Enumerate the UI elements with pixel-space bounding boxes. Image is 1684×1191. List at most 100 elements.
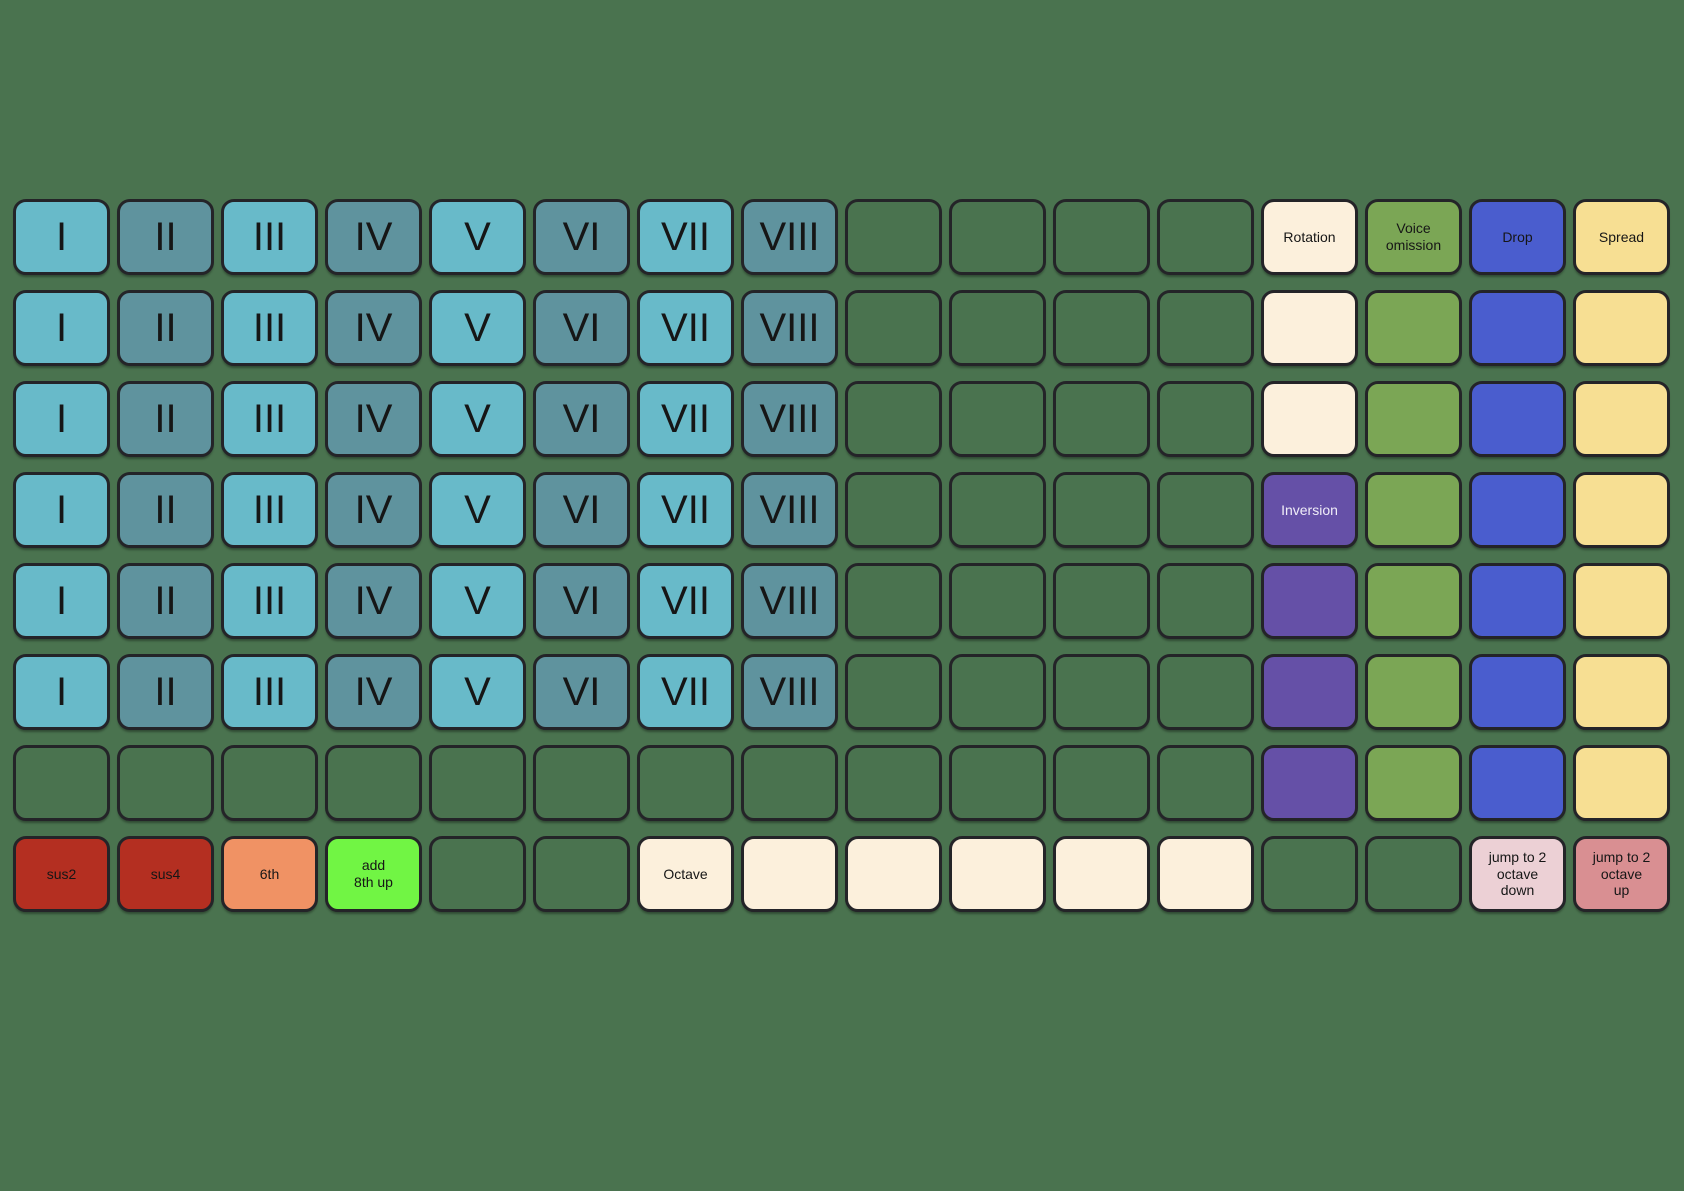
pad-empty[interactable] <box>949 836 1046 912</box>
pad-empty[interactable] <box>429 745 526 821</box>
pad-empty[interactable] <box>1157 381 1254 457</box>
pad-drop[interactable]: Drop <box>1469 199 1566 275</box>
pad-empty[interactable] <box>1053 745 1150 821</box>
pad-i[interactable]: I <box>13 563 110 639</box>
pad-vi[interactable]: VI <box>533 381 630 457</box>
pad-iv[interactable]: IV <box>325 199 422 275</box>
pad-v[interactable]: V <box>429 199 526 275</box>
pad-rotation[interactable]: Rotation <box>1261 199 1358 275</box>
pad-empty[interactable] <box>1365 290 1462 366</box>
pad-viii[interactable]: VIII <box>741 290 838 366</box>
pad-empty[interactable] <box>845 654 942 730</box>
pad-vii[interactable]: VII <box>637 563 734 639</box>
pad-empty[interactable] <box>845 745 942 821</box>
pad-v[interactable]: V <box>429 472 526 548</box>
pad-empty[interactable] <box>1053 654 1150 730</box>
pad-empty[interactable] <box>845 381 942 457</box>
pad-viii[interactable]: VIII <box>741 563 838 639</box>
pad-empty[interactable] <box>1053 563 1150 639</box>
pad-empty[interactable] <box>845 199 942 275</box>
pad-empty[interactable] <box>1469 472 1566 548</box>
pad-empty[interactable] <box>1053 381 1150 457</box>
pad-i[interactable]: I <box>13 381 110 457</box>
pad-iv[interactable]: IV <box>325 654 422 730</box>
pad-ii[interactable]: II <box>117 563 214 639</box>
pad-empty[interactable] <box>949 654 1046 730</box>
pad-empty[interactable] <box>533 745 630 821</box>
pad-empty[interactable] <box>1053 199 1150 275</box>
pad-empty[interactable] <box>1261 654 1358 730</box>
pad-empty[interactable] <box>845 563 942 639</box>
pad-empty[interactable] <box>1573 472 1670 548</box>
pad-vii[interactable]: VII <box>637 199 734 275</box>
pad-vi[interactable]: VI <box>533 472 630 548</box>
pad-6th[interactable]: 6th <box>221 836 318 912</box>
pad-empty[interactable] <box>1365 836 1462 912</box>
pad-empty[interactable] <box>949 381 1046 457</box>
pad-iii[interactable]: III <box>221 654 318 730</box>
pad-v[interactable]: V <box>429 654 526 730</box>
pad-ii[interactable]: II <box>117 381 214 457</box>
pad-ii[interactable]: II <box>117 199 214 275</box>
pad-empty[interactable] <box>949 290 1046 366</box>
pad-i[interactable]: I <box>13 654 110 730</box>
pad-sus2[interactable]: sus2 <box>13 836 110 912</box>
pad-iv[interactable]: IV <box>325 472 422 548</box>
pad-i[interactable]: I <box>13 290 110 366</box>
pad-vi[interactable]: VI <box>533 290 630 366</box>
pad-empty[interactable] <box>1157 745 1254 821</box>
pad-empty[interactable] <box>533 836 630 912</box>
pad-vi[interactable]: VI <box>533 563 630 639</box>
pad-empty[interactable] <box>1573 654 1670 730</box>
pad-empty[interactable] <box>741 836 838 912</box>
pad-empty[interactable] <box>1573 745 1670 821</box>
pad-empty[interactable] <box>117 745 214 821</box>
pad-empty[interactable] <box>221 745 318 821</box>
pad-empty[interactable] <box>1469 654 1566 730</box>
pad-iv[interactable]: IV <box>325 381 422 457</box>
pad-vii[interactable]: VII <box>637 472 734 548</box>
pad-empty[interactable] <box>1573 290 1670 366</box>
pad-empty[interactable] <box>1261 290 1358 366</box>
pad-empty[interactable] <box>949 472 1046 548</box>
pad-jump-to-2-octave-down[interactable]: jump to 2 octave down <box>1469 836 1566 912</box>
pad-empty[interactable] <box>1053 472 1150 548</box>
pad-empty[interactable] <box>1573 381 1670 457</box>
pad-v[interactable]: V <box>429 290 526 366</box>
pad-empty[interactable] <box>1573 563 1670 639</box>
pad-inversion[interactable]: Inversion <box>1261 472 1358 548</box>
pad-empty[interactable] <box>1053 836 1150 912</box>
pad-empty[interactable] <box>1157 563 1254 639</box>
pad-empty[interactable] <box>949 563 1046 639</box>
pad-empty[interactable] <box>1261 563 1358 639</box>
pad-empty[interactable] <box>1365 563 1462 639</box>
pad-i[interactable]: I <box>13 472 110 548</box>
pad-iii[interactable]: III <box>221 563 318 639</box>
pad-empty[interactable] <box>1157 836 1254 912</box>
pad-empty[interactable] <box>1261 836 1358 912</box>
pad-vii[interactable]: VII <box>637 654 734 730</box>
pad-voice-omission[interactable]: Voice omission <box>1365 199 1462 275</box>
pad-iv[interactable]: IV <box>325 290 422 366</box>
pad-vi[interactable]: VI <box>533 654 630 730</box>
pad-ii[interactable]: II <box>117 472 214 548</box>
pad-empty[interactable] <box>949 745 1046 821</box>
pad-iii[interactable]: III <box>221 199 318 275</box>
pad-sus4[interactable]: sus4 <box>117 836 214 912</box>
pad-jump-to-2-octave-up[interactable]: jump to 2 octave up <box>1573 836 1670 912</box>
pad-viii[interactable]: VIII <box>741 381 838 457</box>
pad-ii[interactable]: II <box>117 290 214 366</box>
pad-ii[interactable]: II <box>117 654 214 730</box>
pad-empty[interactable] <box>1469 381 1566 457</box>
pad-empty[interactable] <box>325 745 422 821</box>
pad-empty[interactable] <box>741 745 838 821</box>
pad-empty[interactable] <box>637 745 734 821</box>
pad-empty[interactable] <box>845 290 942 366</box>
pad-empty[interactable] <box>1365 745 1462 821</box>
pad-empty[interactable] <box>1157 290 1254 366</box>
pad-viii[interactable]: VIII <box>741 654 838 730</box>
pad-empty[interactable] <box>1157 472 1254 548</box>
pad-empty[interactable] <box>1261 381 1358 457</box>
pad-v[interactable]: V <box>429 563 526 639</box>
pad-viii[interactable]: VIII <box>741 472 838 548</box>
